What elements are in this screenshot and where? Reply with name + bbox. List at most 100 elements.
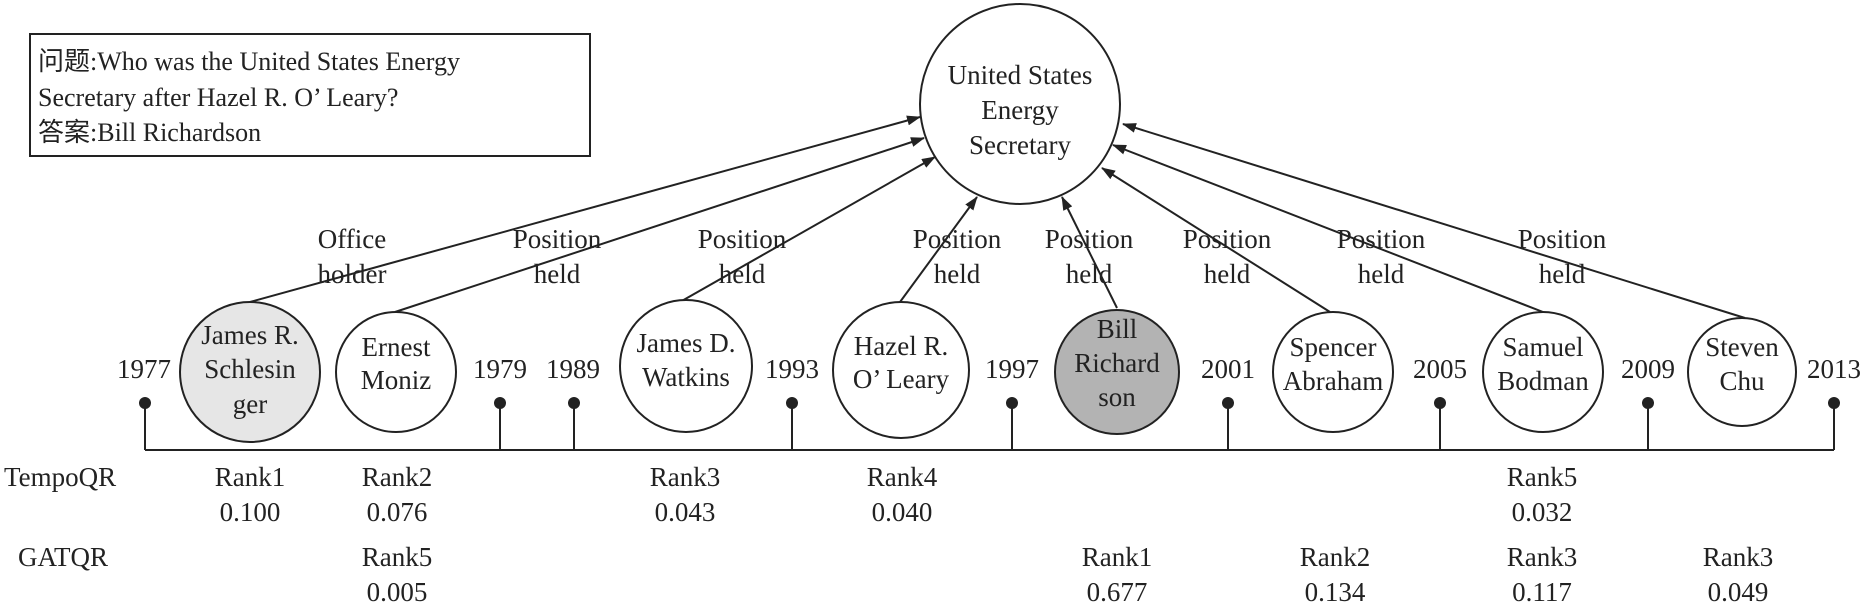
relation-label: Position	[1337, 224, 1426, 254]
rank-score: 0.049	[1708, 577, 1769, 607]
year-label: 2013	[1807, 354, 1861, 384]
year-label: 2009	[1621, 354, 1675, 384]
tick-dot	[1434, 397, 1446, 409]
hub-label-line-2: Energy	[981, 95, 1059, 125]
person-label-line: Spencer	[1290, 332, 1377, 362]
rank-score: 0.040	[872, 497, 933, 527]
person-circle	[832, 301, 970, 439]
person-node-schlesinger: James R. Schlesin ger	[179, 301, 321, 443]
rank-score: 0.134	[1305, 577, 1366, 607]
rank-label: Rank3	[650, 462, 721, 492]
person-label-line: Hazel R.	[854, 331, 948, 361]
person-circle	[1687, 317, 1797, 427]
relation-label: held	[1204, 259, 1251, 289]
person-label-line: ger	[233, 389, 267, 419]
year-tick: 2001	[1201, 354, 1255, 450]
relation-label: Position	[1045, 224, 1134, 254]
year-tick: 2013	[1807, 354, 1861, 450]
rank-score: 0.677	[1087, 577, 1148, 607]
question-box-border	[29, 33, 591, 157]
relation-labels: Office holder Position held Position hel…	[318, 224, 1607, 289]
rank-label: Rank4	[867, 462, 938, 492]
relation-label: holder	[318, 259, 387, 289]
person-label-line: Samuel	[1503, 332, 1584, 362]
year-tick: 1993	[765, 354, 819, 450]
person-label-line: James D.	[637, 328, 736, 358]
person-node-watkins: James D.Watkins	[619, 299, 753, 433]
edge-moniz	[394, 137, 925, 313]
year-label: 2005	[1413, 354, 1467, 384]
rank-score: 0.005	[367, 577, 428, 607]
person-circle	[619, 299, 753, 433]
edge-schlesinger	[249, 115, 921, 303]
question-line-2: Secretary after Hazel R. O’ Leary?	[38, 83, 398, 112]
edge-oleary	[899, 196, 978, 303]
person-label-line: Bodman	[1497, 366, 1589, 396]
tick-dot	[494, 397, 506, 409]
tick-dot	[139, 397, 151, 409]
edge-chu	[1122, 123, 1746, 319]
rank-label: Rank5	[362, 542, 433, 572]
rank-label: Rank1	[215, 462, 286, 492]
person-label-line: Schlesin	[204, 354, 296, 384]
rank-score: 0.076	[367, 497, 428, 527]
person-label-line: Richard	[1074, 348, 1160, 378]
year-tick: 2009	[1621, 354, 1675, 450]
person-label-line: Moniz	[361, 365, 432, 395]
year-tick: 1979	[473, 354, 527, 450]
hub-label-line-3: Secretary	[969, 130, 1071, 160]
year-label: 1977	[117, 354, 171, 384]
question-box: 问题:Who was the United States Energy Secr…	[29, 33, 591, 157]
edge-abraham	[1101, 167, 1331, 313]
relation-edges	[249, 115, 1746, 319]
relation-label: held	[1539, 259, 1586, 289]
tick-dot	[1828, 397, 1840, 409]
method-label-tempoqr: TempoQR	[4, 462, 116, 492]
person-label-line: James R.	[201, 320, 299, 350]
rank-entry-tempoqr: Rank4 0.040	[867, 462, 938, 527]
rank-entry-gatqr: Rank3 0.049	[1703, 542, 1774, 607]
person-circle	[1272, 311, 1394, 433]
person-label-line: Abraham	[1283, 366, 1383, 396]
year-label: 1993	[765, 354, 819, 384]
year-label: 2001	[1201, 354, 1255, 384]
rank-label: Rank3	[1703, 542, 1774, 572]
timeline: 1977 1979 1989 1993 1997 2001 2005 2009 2013	[117, 354, 1861, 451]
year-label: 1997	[985, 354, 1039, 384]
person-label-line: Ernest	[362, 332, 431, 362]
year-label: 1989	[546, 354, 600, 384]
tick-dot	[568, 397, 580, 409]
year-tick: 1997	[985, 354, 1039, 450]
answer-line: 答案:Bill Richardson	[38, 118, 261, 147]
edge-richardson	[1061, 196, 1118, 309]
rank-score: 0.100	[220, 497, 281, 527]
person-circle	[1054, 309, 1180, 435]
tick-dot	[1222, 397, 1234, 409]
person-node-oleary: Hazel R.O’ Leary	[832, 301, 970, 439]
rank-score: 0.032	[1512, 497, 1573, 527]
year-label: 1979	[473, 354, 527, 384]
method-label-gatqr: GATQR	[18, 542, 108, 572]
relation-label: Position	[698, 224, 787, 254]
relation-label: held	[719, 259, 766, 289]
relation-label: held	[1066, 259, 1113, 289]
relation-label: Position	[513, 224, 602, 254]
edge-watkins	[679, 156, 936, 303]
hub-label-line-1: United States	[948, 60, 1093, 90]
person-label-line: son	[1098, 382, 1136, 412]
relation-label: held	[534, 259, 581, 289]
relation-label: held	[1358, 259, 1405, 289]
person-circle	[1482, 311, 1604, 433]
